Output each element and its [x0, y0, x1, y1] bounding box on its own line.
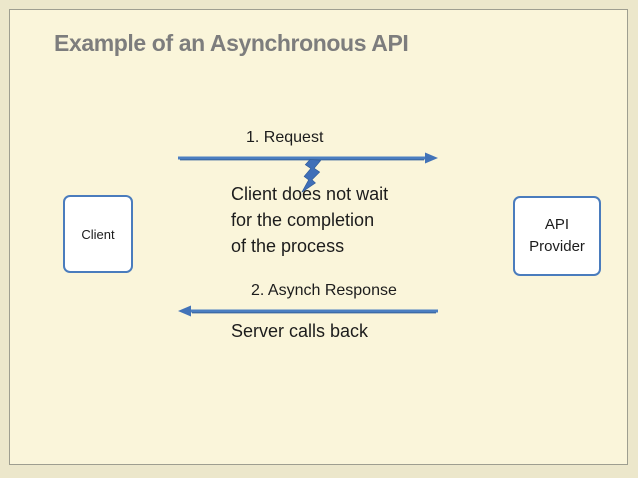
response-arrow [178, 305, 438, 317]
api-provider-box-label: API Provider [529, 216, 585, 255]
request-note: Client does not wait for the completion … [231, 184, 389, 256]
client-box-label: Client [81, 226, 115, 242]
slide-title: Example of an Asynchronous API [54, 30, 409, 56]
request-arrow [178, 152, 438, 164]
lightning-bolt-icon [301, 159, 322, 193]
request-label: 1. Request [246, 129, 324, 146]
response-note: Server calls back [231, 321, 369, 341]
api-provider-box: API Provider [513, 196, 601, 276]
response-label: 2. Asynch Response [251, 282, 397, 299]
client-box: Client [63, 195, 133, 273]
